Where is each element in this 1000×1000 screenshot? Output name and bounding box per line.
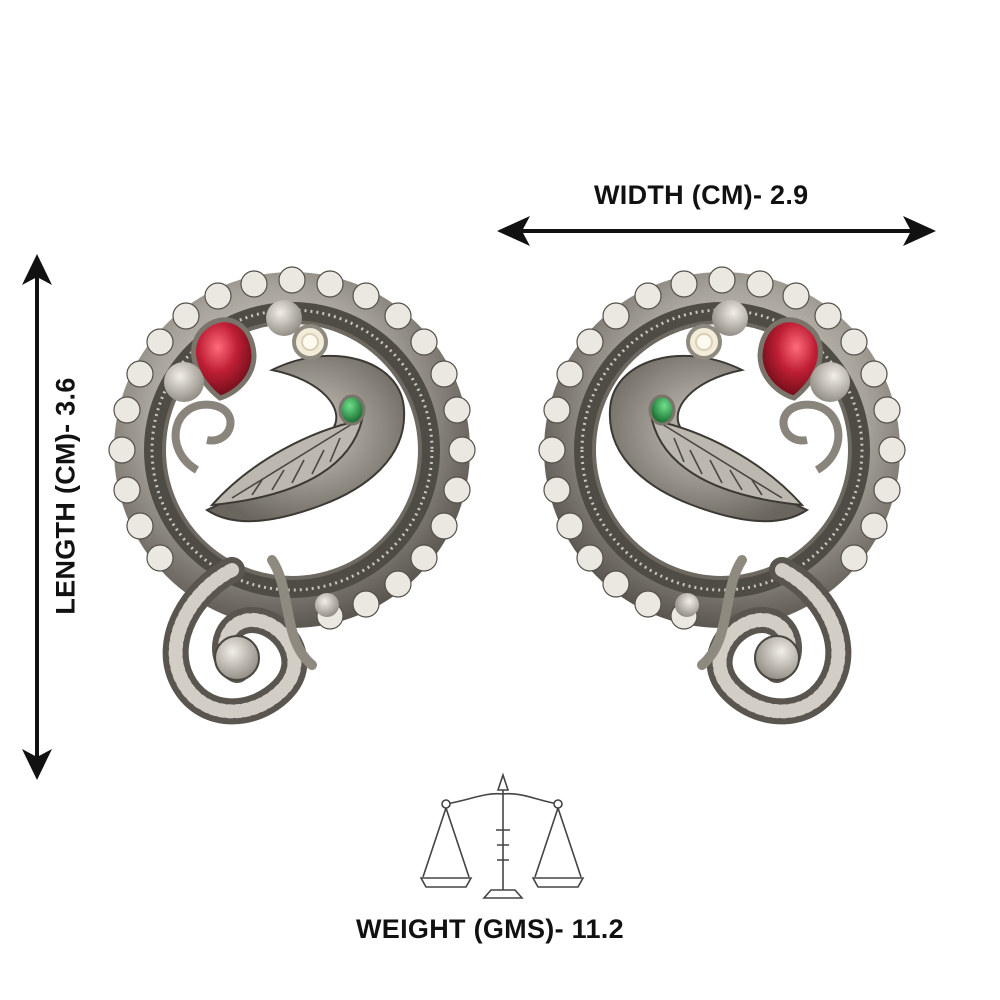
weight-label: WEIGHT (GMS)- 11.2 [356,914,624,944]
length-label: LENGTH (CM)- 3.6 [50,377,81,615]
width-arrow-icon [497,216,936,246]
length-arrow-icon [22,254,52,780]
width-label: WIDTH (CM)- 2.9 [594,180,809,210]
balance-scale-icon [419,772,585,899]
left-earring [109,267,475,711]
right-earring [539,267,905,711]
